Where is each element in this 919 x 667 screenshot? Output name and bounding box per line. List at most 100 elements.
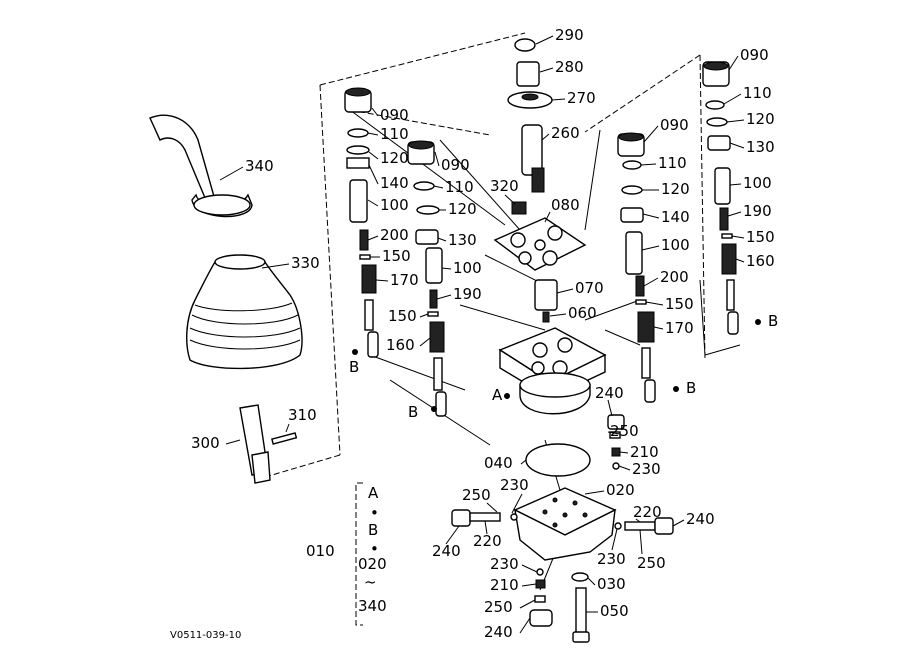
part-callout-c250c: 250 bbox=[637, 554, 666, 572]
rubber-boot bbox=[186, 254, 303, 370]
part-callout-c230d: 230 bbox=[490, 555, 519, 573]
part-callout-cm190: 190 bbox=[453, 285, 482, 303]
part-callout-c340: 340 bbox=[245, 157, 274, 175]
reference-dot-refA bbox=[504, 393, 510, 399]
key-line-6: ~ bbox=[364, 573, 377, 591]
leader-line-cr170 bbox=[653, 326, 664, 330]
part-callout-c240d: 240 bbox=[484, 623, 513, 641]
leader-line-cf090 bbox=[728, 55, 739, 71]
leader-line-cl200 bbox=[367, 235, 379, 241]
part-callout-cl100: 100 bbox=[380, 196, 409, 214]
part-callout-c320: 320 bbox=[490, 177, 519, 195]
callout-labels: 2902802702603200800700603403303103000901… bbox=[191, 26, 775, 641]
leader-line-c240a bbox=[607, 399, 613, 417]
part-callout-c050: 050 bbox=[600, 602, 629, 620]
leader-line-cr100 bbox=[641, 245, 660, 251]
part-callout-cm120: 120 bbox=[448, 200, 477, 218]
part-callout-cf160: 160 bbox=[746, 252, 775, 270]
reference-dot-refB3 bbox=[673, 386, 679, 392]
part-callout-cm130: 130 bbox=[448, 231, 477, 249]
part-callout-c020: 020 bbox=[606, 481, 635, 499]
key-line-1: A bbox=[368, 484, 379, 502]
part-callout-cf100: 100 bbox=[743, 174, 772, 192]
leader-line-cm090 bbox=[434, 151, 440, 167]
part-callout-cm150: 150 bbox=[388, 307, 417, 325]
leader-line-cf100 bbox=[729, 183, 742, 186]
part-callout-cm110: 110 bbox=[445, 178, 474, 196]
leader-line-c070 bbox=[556, 288, 574, 294]
part-callout-c280: 280 bbox=[555, 58, 584, 76]
leader-line-cm150 bbox=[419, 313, 429, 318]
leader-line-c240d bbox=[519, 617, 531, 634]
leader-line-cl120 bbox=[368, 151, 379, 160]
part-callout-cf190: 190 bbox=[743, 202, 772, 220]
leader-line-c250a bbox=[607, 431, 621, 435]
part-callout-cm160: 160 bbox=[386, 336, 415, 354]
leader-line-cl140 bbox=[368, 164, 379, 185]
part-callout-cr100: 100 bbox=[661, 236, 690, 254]
part-callout-cm100: 100 bbox=[453, 259, 482, 277]
part-callout-cf120: 120 bbox=[746, 110, 775, 128]
assembly-axis-lines bbox=[349, 109, 741, 591]
part-callout-cl120: 120 bbox=[380, 149, 409, 167]
key-line-4: • bbox=[370, 540, 379, 558]
leader-line-c240c bbox=[672, 519, 685, 527]
part-callout-c290: 290 bbox=[555, 26, 584, 44]
key-line-3: B bbox=[368, 521, 378, 539]
reference-mark-refB4: B bbox=[768, 312, 778, 330]
part-callout-c260: 260 bbox=[551, 124, 580, 142]
part-callout-cr140: 140 bbox=[661, 208, 690, 226]
part-callout-cl090: 090 bbox=[380, 106, 409, 124]
part-callout-c230a: 230 bbox=[632, 460, 661, 478]
leader-line-cf160 bbox=[735, 258, 745, 263]
leader-line-c210a bbox=[619, 451, 629, 454]
o-ring bbox=[525, 443, 591, 477]
leader-line-c020 bbox=[584, 490, 605, 495]
reference-mark-refA: A bbox=[492, 386, 503, 404]
leader-line-cr150 bbox=[645, 301, 664, 306]
key-line-5: 020 bbox=[358, 555, 387, 573]
leader-line-c210d bbox=[521, 583, 537, 587]
leader-line-c290 bbox=[535, 35, 554, 45]
part-callout-cf110: 110 bbox=[743, 84, 772, 102]
leader-line-cf190 bbox=[727, 211, 742, 217]
leader-line-c230d bbox=[521, 564, 538, 573]
part-callout-c240c: 240 bbox=[686, 510, 715, 528]
part-callout-c270: 270 bbox=[567, 89, 596, 107]
part-callout-cl150: 150 bbox=[382, 247, 411, 265]
leader-line-c310 bbox=[285, 423, 290, 433]
leader-line-c280 bbox=[539, 67, 554, 73]
part-callout-c220c: 220 bbox=[633, 503, 662, 521]
leader-line-cr200 bbox=[643, 277, 659, 287]
part-callout-cr150: 150 bbox=[665, 295, 694, 313]
leader-line-c230b bbox=[511, 493, 523, 514]
leader-line-cm130 bbox=[437, 237, 447, 242]
leader-line-c220b bbox=[484, 520, 488, 535]
right-middle-plunger-stack bbox=[617, 132, 656, 403]
left-plunger-stack bbox=[344, 87, 379, 358]
part-callout-c240b: 240 bbox=[432, 542, 461, 560]
assembly-key: A • B • 020 ~ 340 bbox=[358, 484, 387, 615]
leader-line-cm190 bbox=[436, 294, 452, 300]
part-callout-c310: 310 bbox=[288, 406, 317, 424]
part-callout-c030: 030 bbox=[597, 575, 626, 593]
leader-line-c080 bbox=[544, 211, 551, 223]
joystick-lever bbox=[149, 114, 253, 218]
leader-line-cl170 bbox=[375, 279, 389, 282]
part-callout-c250a: 250 bbox=[610, 422, 639, 440]
leader-line-c060 bbox=[549, 313, 567, 317]
leader-line-cm100 bbox=[441, 267, 452, 270]
figure-code: V0511-039-10 bbox=[170, 630, 241, 641]
leader-line-c220c bbox=[635, 518, 641, 523]
part-callout-c330: 330 bbox=[291, 254, 320, 272]
part-callout-c080: 080 bbox=[551, 196, 580, 214]
leader-line-cf130 bbox=[729, 142, 745, 149]
leader-line-cr110 bbox=[640, 163, 657, 166]
reference-mark-refB1: B bbox=[349, 358, 359, 376]
part-callout-c040: 040 bbox=[484, 454, 513, 472]
part-callout-cr090: 090 bbox=[660, 116, 689, 134]
middle-left-plunger-stack bbox=[407, 140, 447, 417]
part-callout-c210a: 210 bbox=[630, 443, 659, 461]
part-callout-c070: 070 bbox=[575, 279, 604, 297]
